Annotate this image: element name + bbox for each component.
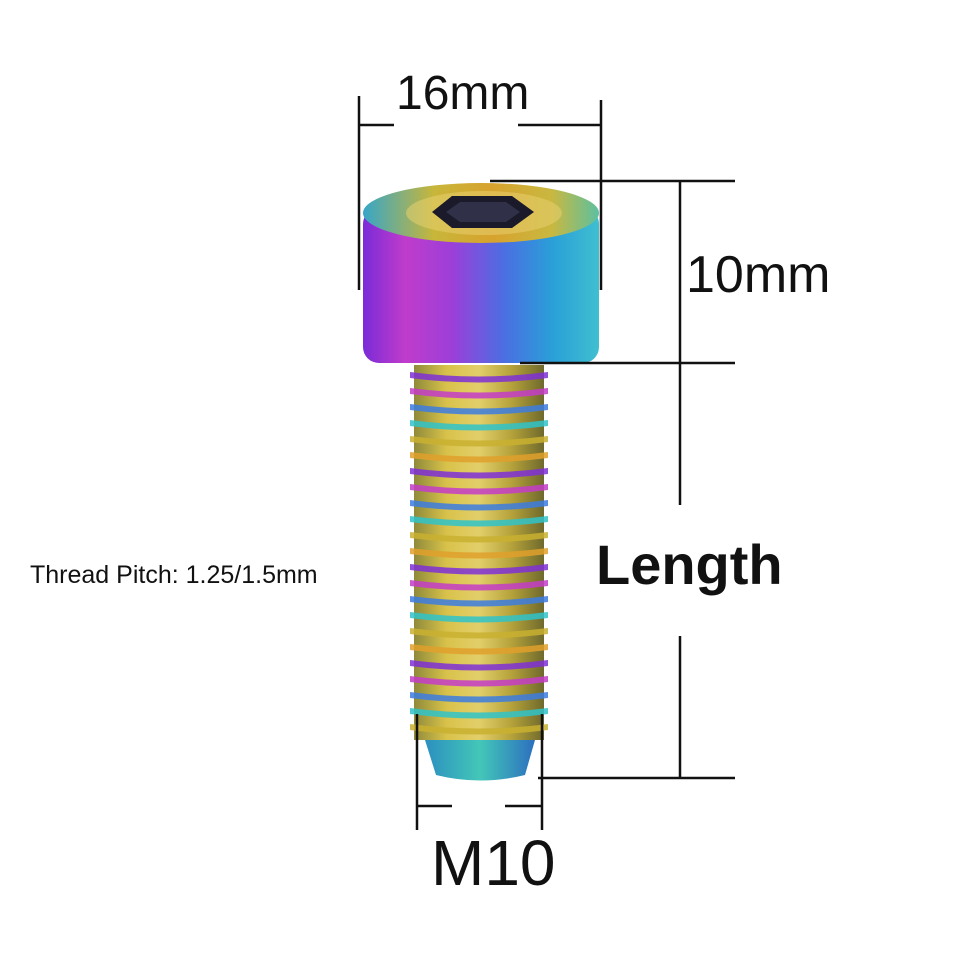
bolt-head xyxy=(363,183,599,363)
thread-ridges xyxy=(410,372,548,735)
thread-ridge xyxy=(410,516,548,527)
thread-ridge xyxy=(410,708,548,719)
head-diameter-label: 16mm xyxy=(396,67,530,120)
thread-ridge xyxy=(410,500,548,511)
thread-ridge xyxy=(410,564,548,575)
thread-ridge xyxy=(410,388,548,399)
thread-ridge xyxy=(410,468,548,479)
head-height-label: 10mm xyxy=(686,246,831,304)
thread-ridge xyxy=(410,372,548,383)
thread-ridge xyxy=(410,692,548,703)
thread-ridge xyxy=(410,612,548,623)
thread-ridge xyxy=(410,644,548,655)
thread-ridge xyxy=(410,452,548,463)
thread-ridge xyxy=(410,420,548,431)
bolt-tip xyxy=(425,740,535,781)
thread-ridge xyxy=(410,660,548,671)
thread-ridge xyxy=(410,628,548,639)
thread-ridge xyxy=(410,676,548,687)
thread-ridge xyxy=(410,580,548,591)
bolt-shank xyxy=(410,365,548,781)
thread-pitch-label: Thread Pitch: 1.25/1.5mm xyxy=(30,561,318,589)
thread-size-label: M10 xyxy=(431,827,556,899)
thread-ridge xyxy=(410,532,548,543)
thread-ridge xyxy=(410,548,548,559)
thread-ridge xyxy=(410,596,548,607)
dimension-lines xyxy=(357,96,735,830)
thread-ridge xyxy=(410,724,548,735)
hex-socket-inner xyxy=(446,202,520,222)
bolt-head-side xyxy=(363,208,599,363)
length-label: Length xyxy=(596,533,783,596)
thread-ridge xyxy=(410,484,548,495)
thread-ridge xyxy=(410,404,548,415)
thread-ridge xyxy=(410,436,548,447)
